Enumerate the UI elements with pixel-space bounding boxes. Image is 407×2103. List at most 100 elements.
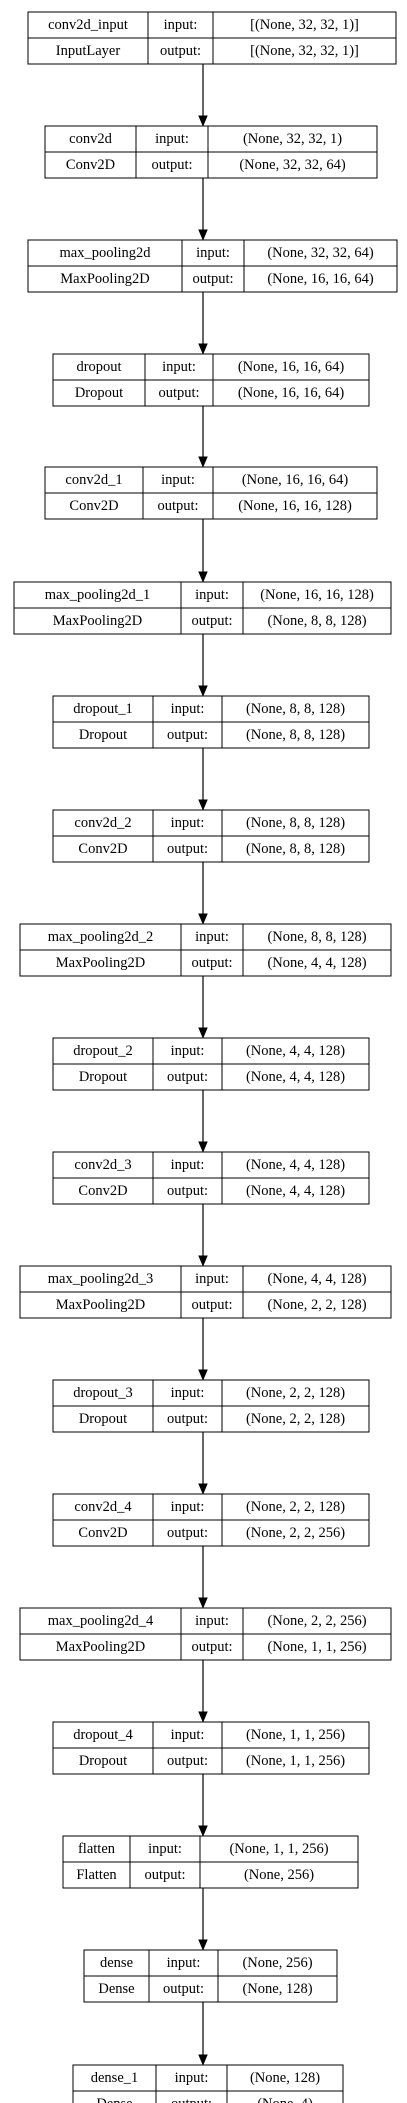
connection-arrow — [198, 292, 208, 355]
input-shape: (None, 8, 8, 128) — [246, 701, 345, 717]
layer-name: conv2d_3 — [74, 1157, 131, 1173]
layer-nodes: conv2d_inputInputLayerinput:output:[(Non… — [13, 11, 398, 2103]
arrow-head-icon — [198, 1711, 208, 1723]
connection-arrow — [198, 1090, 208, 1153]
output-shape: (None, 4) — [257, 2096, 313, 2103]
layer-name: max_pooling2d_3 — [48, 1271, 154, 1287]
input-label: input: — [171, 1043, 205, 1059]
input-shape: (None, 1, 1, 256) — [246, 1727, 345, 1743]
arrow-head-icon — [198, 799, 208, 811]
layer-type: Dropout — [79, 1753, 127, 1769]
layer-name: conv2d — [69, 131, 112, 147]
output-label: output: — [163, 1981, 204, 1997]
output-label: output: — [158, 385, 199, 401]
layer-name: dense — [100, 1955, 133, 1971]
connection-arrow — [198, 64, 208, 127]
layer-type: Conv2D — [66, 157, 115, 173]
input-shape: (None, 128) — [250, 2070, 320, 2086]
input-label: input: — [171, 1727, 205, 1743]
input-label: input: — [175, 2070, 209, 2086]
input-shape: (None, 2, 2, 128) — [246, 1385, 345, 1401]
connection-arrow — [198, 1660, 208, 1723]
input-label: input: — [161, 472, 195, 488]
input-shape: (None, 2, 2, 128) — [246, 1499, 345, 1515]
output-shape: (None, 1, 1, 256) — [267, 1639, 366, 1655]
arrow-head-icon — [198, 685, 208, 697]
layer-node-max-pooling2d-3: max_pooling2d_3MaxPooling2Dinput:output:… — [19, 1265, 392, 1319]
output-label: output: — [171, 2096, 212, 2103]
layer-name: conv2d_1 — [65, 472, 122, 488]
connection-arrow — [198, 1546, 208, 1609]
layer-name: dropout_2 — [73, 1043, 133, 1059]
layer-type: Conv2D — [69, 498, 118, 514]
output-shape: (None, 2, 2, 128) — [267, 1297, 366, 1313]
output-label: output: — [157, 498, 198, 514]
input-shape: (None, 2, 2, 256) — [267, 1613, 366, 1629]
layer-name: dropout — [76, 359, 121, 375]
connection-arrow — [198, 862, 208, 925]
output-shape: (None, 4, 4, 128) — [246, 1069, 345, 1085]
output-label: output: — [167, 1525, 208, 1541]
layer-node-conv2d-input: conv2d_inputInputLayerinput:output:[(Non… — [27, 11, 397, 65]
output-shape: (None, 2, 2, 128) — [246, 1411, 345, 1427]
layer-node-max-pooling2d: max_pooling2dMaxPooling2Dinput:output:(N… — [27, 239, 398, 293]
layer-type: MaxPooling2D — [60, 271, 149, 287]
input-shape: (None, 4, 4, 128) — [246, 1157, 345, 1173]
layer-name: max_pooling2d — [59, 245, 151, 261]
output-shape: (None, 8, 8, 128) — [246, 841, 345, 857]
arrow-head-icon — [198, 1939, 208, 1951]
layer-type: Dense — [98, 1981, 134, 1997]
input-label: input: — [155, 131, 189, 147]
output-shape: (None, 32, 32, 64) — [239, 157, 345, 173]
input-shape: (None, 16, 16, 64) — [242, 472, 348, 488]
arrow-head-icon — [198, 343, 208, 355]
layer-type: Dropout — [79, 1411, 127, 1427]
input-shape: (None, 1, 1, 256) — [229, 1841, 328, 1857]
output-label: output: — [167, 1183, 208, 1199]
output-shape: (None, 8, 8, 128) — [267, 613, 366, 629]
layer-node-border — [72, 2064, 344, 2103]
input-label: input: — [148, 1841, 182, 1857]
connection-arrow — [198, 634, 208, 697]
connection-arrow — [198, 519, 208, 583]
arrow-head-icon — [198, 229, 208, 241]
output-shape: (None, 2, 2, 256) — [246, 1525, 345, 1541]
arrow-head-icon — [198, 1597, 208, 1609]
connection-arrow — [198, 1204, 208, 1267]
input-label: input: — [171, 1499, 205, 1515]
layer-name: flatten — [78, 1841, 116, 1857]
layer-name: conv2d_input — [48, 17, 128, 33]
output-shape: [(None, 32, 32, 1)] — [250, 43, 359, 59]
input-shape: (None, 4, 4, 128) — [267, 1271, 366, 1287]
output-shape: (None, 128) — [242, 1981, 312, 1997]
connection-arrow — [198, 2002, 208, 2066]
arrow-head-icon — [198, 1255, 208, 1267]
connection-arrow — [198, 1888, 208, 1951]
layer-type: Dropout — [79, 1069, 127, 1085]
connection-arrows — [198, 64, 208, 2066]
arrow-head-icon — [198, 571, 208, 583]
output-shape: (None, 16, 16, 64) — [267, 271, 373, 287]
input-label: input: — [171, 1157, 205, 1173]
layer-node-max-pooling2d-4: max_pooling2d_4MaxPooling2Dinput:output:… — [19, 1607, 392, 1661]
connection-arrow — [198, 748, 208, 811]
connection-arrow — [198, 1318, 208, 1381]
output-shape: (None, 4, 4, 128) — [246, 1183, 345, 1199]
layer-type: MaxPooling2D — [56, 1297, 145, 1313]
input-shape: (None, 8, 8, 128) — [267, 929, 366, 945]
layer-name: max_pooling2d_1 — [45, 587, 151, 603]
output-label: output: — [167, 841, 208, 857]
input-shape: (None, 4, 4, 128) — [246, 1043, 345, 1059]
layer-name: dropout_3 — [73, 1385, 133, 1401]
